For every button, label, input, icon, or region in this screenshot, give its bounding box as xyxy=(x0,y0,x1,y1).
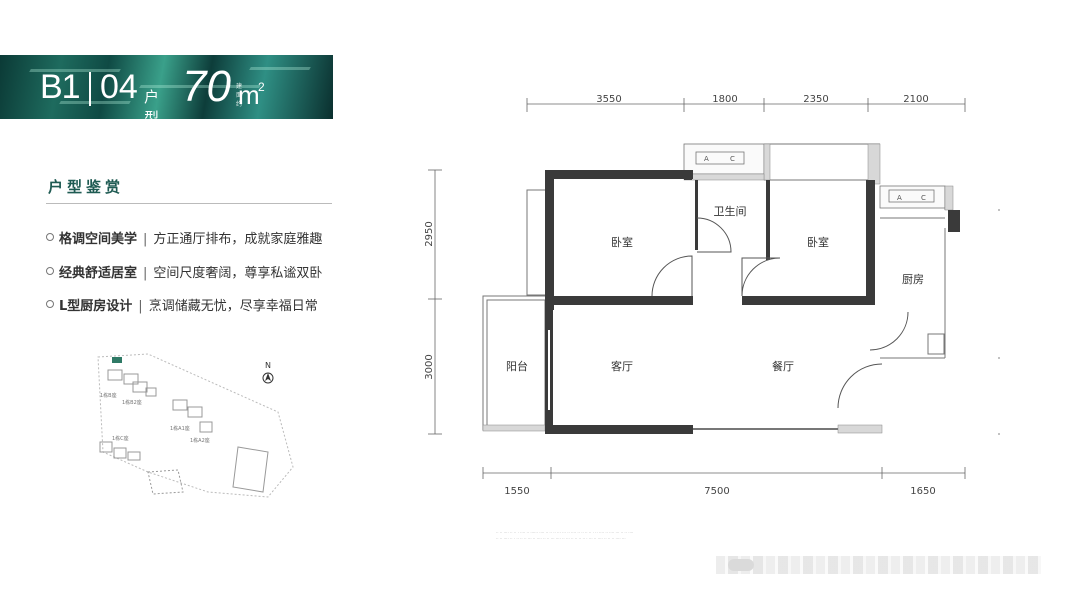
feature-item: 格调空间美学|方正通厅排布，成就家庭雅趣 xyxy=(46,228,322,247)
room-label: 餐厅 xyxy=(772,359,794,373)
building-label: 1栋C座 xyxy=(112,435,129,442)
dimension-label: 1800 xyxy=(712,94,737,105)
dimension-label: 1650 xyxy=(910,486,935,497)
site-map: 1栋B座 1栋B2座 1栋A1座 1栋A2座 1栋C座 N xyxy=(97,353,294,498)
dimension-label: 2950 xyxy=(424,221,435,246)
dimension-label: 2350 xyxy=(803,94,828,105)
room-label: 厨房 xyxy=(902,273,924,286)
ac-label: A xyxy=(704,155,709,163)
title-banner xyxy=(0,55,333,119)
fine-print: ·· ·· ···· ·· ·· · ···· ·· ······ ···· ·… xyxy=(496,530,634,541)
dimension-label: 2100 xyxy=(903,94,928,105)
building-label: 1栋A1座 xyxy=(170,425,190,432)
banner-divider xyxy=(89,72,91,106)
room-label: 卧室 xyxy=(807,235,829,249)
room-label: 阳台 xyxy=(506,359,528,373)
feature-item: 经典舒适居室|空间尺度奢阔，尊享私谧双卧 xyxy=(46,262,322,281)
bullet-icon xyxy=(46,300,54,308)
dimension-label: 7500 xyxy=(704,486,729,497)
area-value: 70 xyxy=(182,62,231,111)
dimension-label: 1550 xyxy=(504,486,529,497)
blurred-watermark xyxy=(716,556,1041,574)
ac-label: C xyxy=(921,194,926,202)
building-label: 1栋A2座 xyxy=(190,437,210,444)
ac-label: A xyxy=(897,194,902,202)
bullet-icon xyxy=(46,267,54,275)
north-arrow-icon xyxy=(265,373,271,381)
building-label: 1栋B座 xyxy=(100,392,117,399)
room-label: 卫生间 xyxy=(714,204,747,218)
area-superscript: 2 xyxy=(258,80,265,94)
room-label: 客厅 xyxy=(611,359,633,373)
bullet-icon xyxy=(46,233,54,241)
section-divider xyxy=(46,203,332,204)
dimension-label: 3000 xyxy=(424,354,435,379)
unit-type: B1 xyxy=(40,68,81,106)
area-unit: m xyxy=(238,80,260,110)
unit-suffix: 户型 xyxy=(144,89,160,127)
current-building-marker xyxy=(112,357,122,363)
room-label: 卧室 xyxy=(611,235,633,249)
north-label: N xyxy=(265,361,271,370)
building-label: 1栋B2座 xyxy=(122,399,142,406)
dimension-label: 3550 xyxy=(596,94,621,105)
ac-label: C xyxy=(730,155,735,163)
feature-item: L型厨房设计|烹调储藏无忧，尽享幸福日常 xyxy=(46,295,318,314)
floor-plan: 3550 1800 2350 2100 1550 7500 1650 2950 … xyxy=(424,94,1000,497)
area-note: 建面约 xyxy=(236,84,243,108)
unit-number: 04 xyxy=(100,68,138,106)
section-title: 户型鉴赏 xyxy=(48,178,125,196)
